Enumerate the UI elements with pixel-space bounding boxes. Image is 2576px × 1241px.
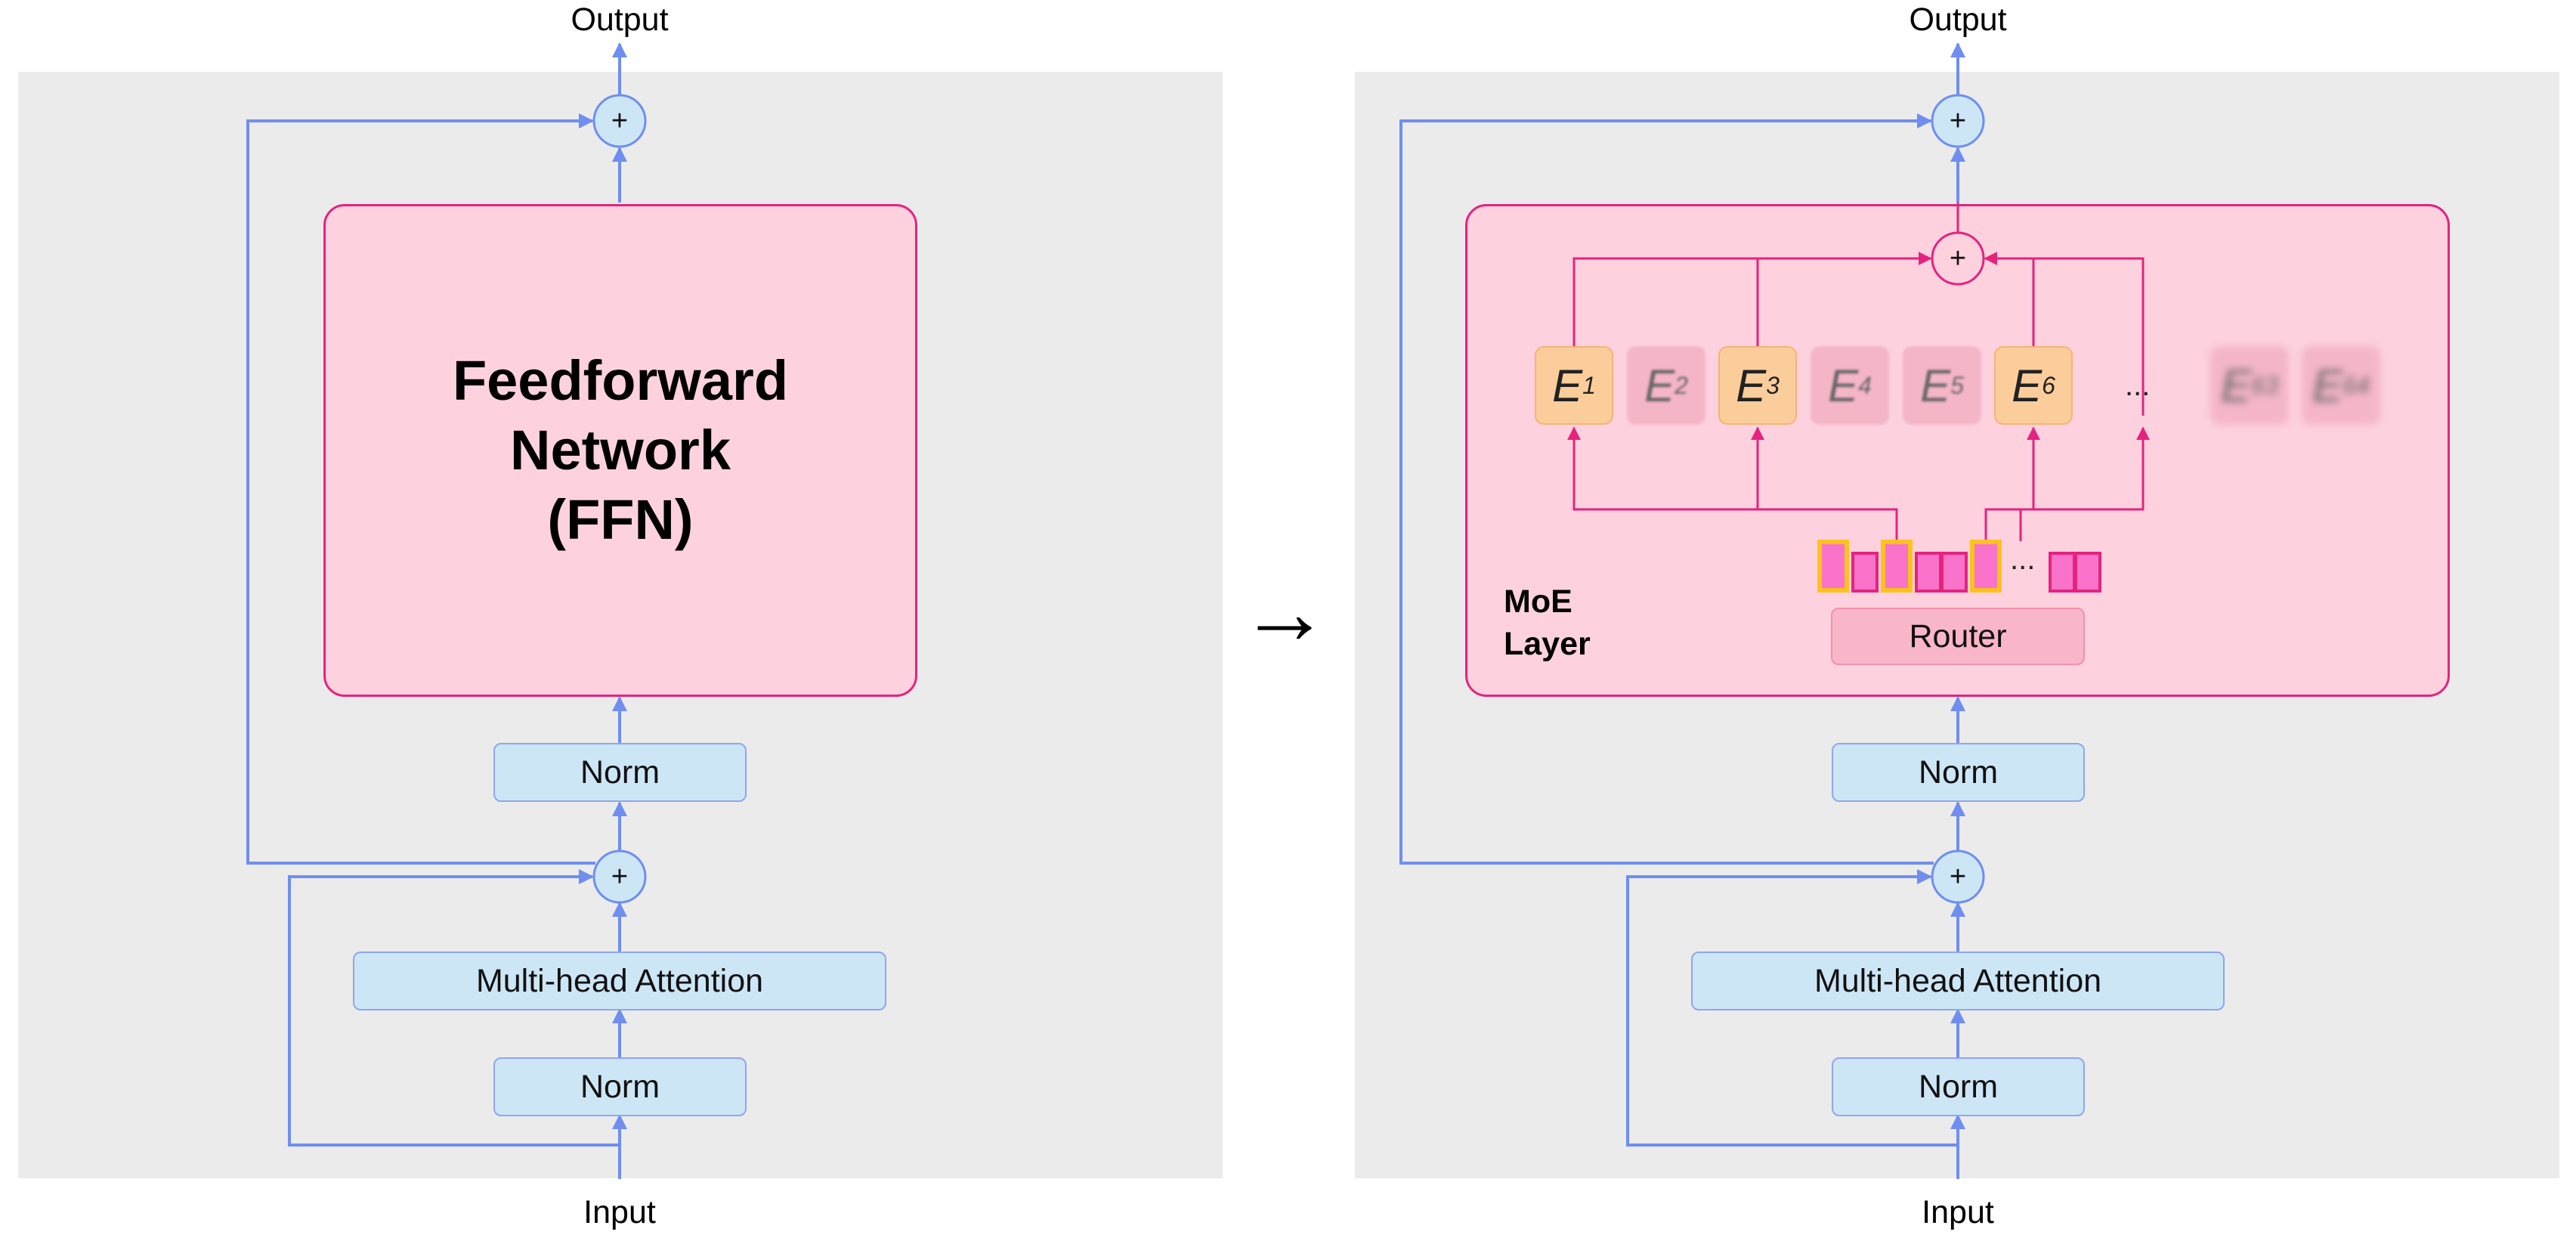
router-score-1 <box>1817 540 1849 593</box>
router-block: Router <box>1831 608 2085 665</box>
right-output-label: Output <box>1909 2 2007 38</box>
right-add-mid-symbol: + <box>1949 860 1967 893</box>
left-outer-residual <box>246 113 595 865</box>
ffn-title-line2: Network <box>510 419 731 481</box>
moe-add-symbol: + <box>1949 242 1967 274</box>
router-score-5 <box>1941 552 1968 593</box>
left-norm-bottom: Norm <box>493 1057 747 1116</box>
router-score-63 <box>2049 552 2076 593</box>
right-input-label: Input <box>1922 1194 1994 1230</box>
route-to-more <box>2019 426 2150 541</box>
right-norm-top: Norm <box>1832 743 2085 802</box>
router-score-64 <box>2074 552 2101 593</box>
right-add-top-symbol: + <box>1949 104 1967 137</box>
left-output-label: Output <box>571 2 669 38</box>
left-norm-top: Norm <box>493 743 747 802</box>
ffn-block: Feedforward Network (FFN) <box>323 204 917 697</box>
router-score-3 <box>1881 540 1913 593</box>
left-add-mid-symbol: + <box>611 860 629 893</box>
router-score-ellipsis: ... <box>2010 543 2036 576</box>
route-to-e1 <box>1567 426 1898 541</box>
router-score-4 <box>1915 552 1942 593</box>
transition-arrow: → <box>1239 562 1330 663</box>
e1-output-line <box>1573 252 1932 346</box>
left-inner-residual <box>288 869 620 1147</box>
ffn-title-line1: Feedforward <box>452 349 789 412</box>
right-norm-bottom: Norm <box>1832 1057 2085 1116</box>
left-attention-block: Multi-head Attention <box>353 952 886 1010</box>
route-to-e6 <box>1984 426 2040 541</box>
left-input-label: Input <box>583 1194 656 1230</box>
right-outer-residual <box>1399 113 1934 865</box>
left-add-top-symbol: + <box>611 104 629 137</box>
right-inner-residual <box>1626 869 1958 1147</box>
e6-output-line <box>1984 252 2035 346</box>
expert-ellipsis: ... <box>2125 369 2151 402</box>
router-score-6 <box>1970 540 2002 593</box>
ffn-title-line3: (FFN) <box>547 488 694 551</box>
moe-layer-label: MoE Layer <box>1504 583 1591 662</box>
right-attention-block: Multi-head Attention <box>1691 952 2225 1010</box>
router-score-2 <box>1851 552 1879 593</box>
